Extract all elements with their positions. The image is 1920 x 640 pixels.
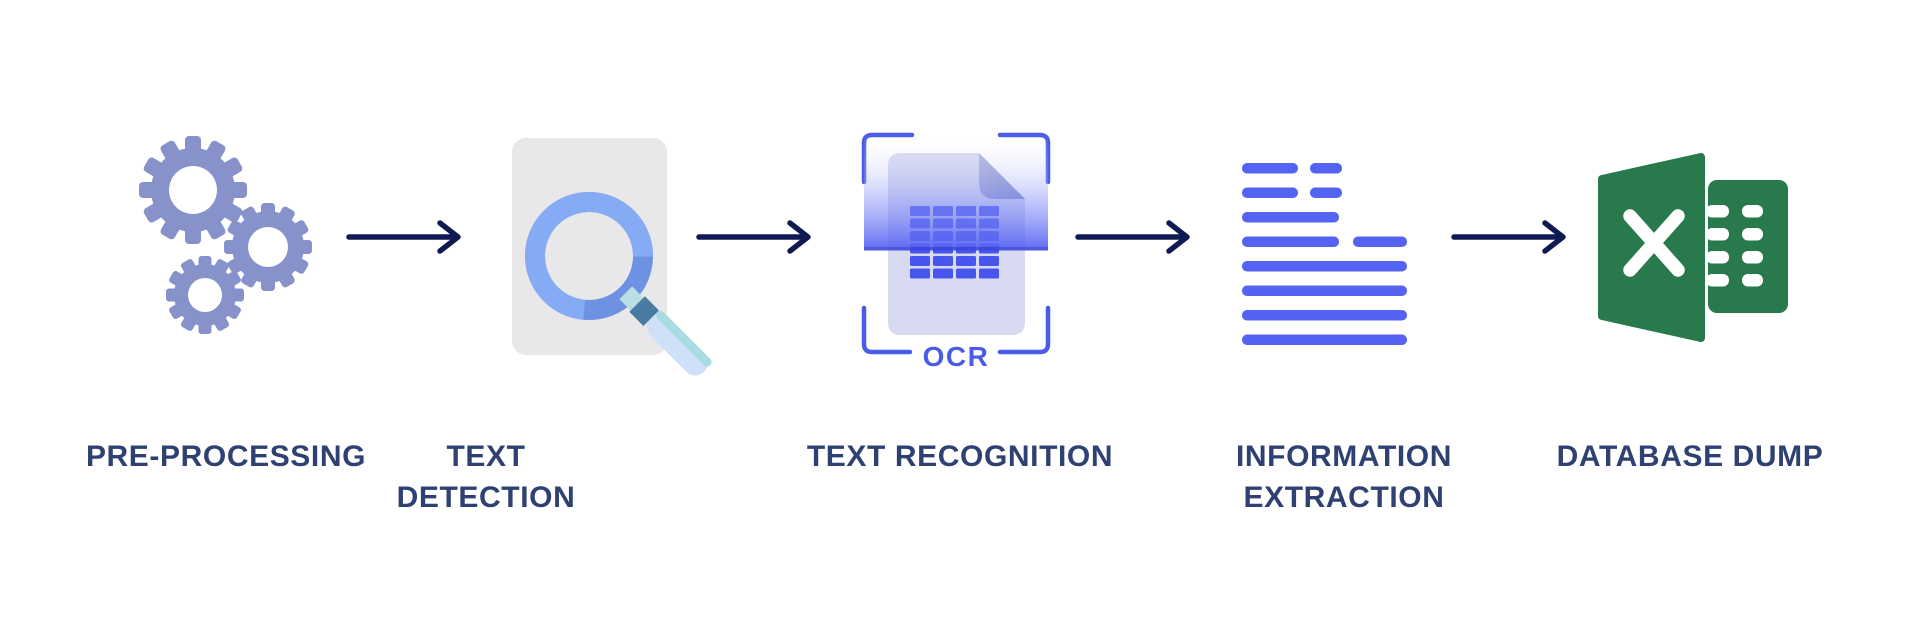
scan-beam (864, 133, 1048, 247)
document-magnifier-icon (512, 138, 712, 376)
label-text-detection: TEXT DETECTION (396, 440, 576, 514)
excel-x-glyph (1623, 209, 1685, 277)
text-lines-icon (1242, 163, 1407, 345)
flow-arrow-4 (1451, 220, 1566, 254)
flow-arrow-3 (1075, 220, 1190, 254)
label-database-dump: DATABASE DUMP (1556, 440, 1824, 473)
label-text-recognition: TEXT RECOGNITION (806, 440, 1114, 473)
gear-small (166, 256, 244, 334)
flow-arrow-1 (346, 220, 461, 254)
label-information-extraction: INFORMATION EXTRACTION (1235, 440, 1452, 514)
ocr-icon-text: OCR (922, 341, 990, 372)
ocr-scan-icon (861, 132, 1051, 355)
flow-arrow-2 (696, 220, 811, 254)
gears-icon (139, 136, 312, 334)
excel-icon (1598, 153, 1788, 342)
excel-sheet-rows (1706, 205, 1763, 287)
label-pre-processing: PRE-PROCESSING (85, 440, 367, 473)
gear-medium (224, 203, 312, 291)
excel-sheet (1708, 180, 1788, 313)
magnifier-handle (619, 286, 712, 376)
gear-large (139, 136, 247, 244)
scan-line (864, 247, 1048, 251)
magnifier-ring (525, 192, 653, 320)
